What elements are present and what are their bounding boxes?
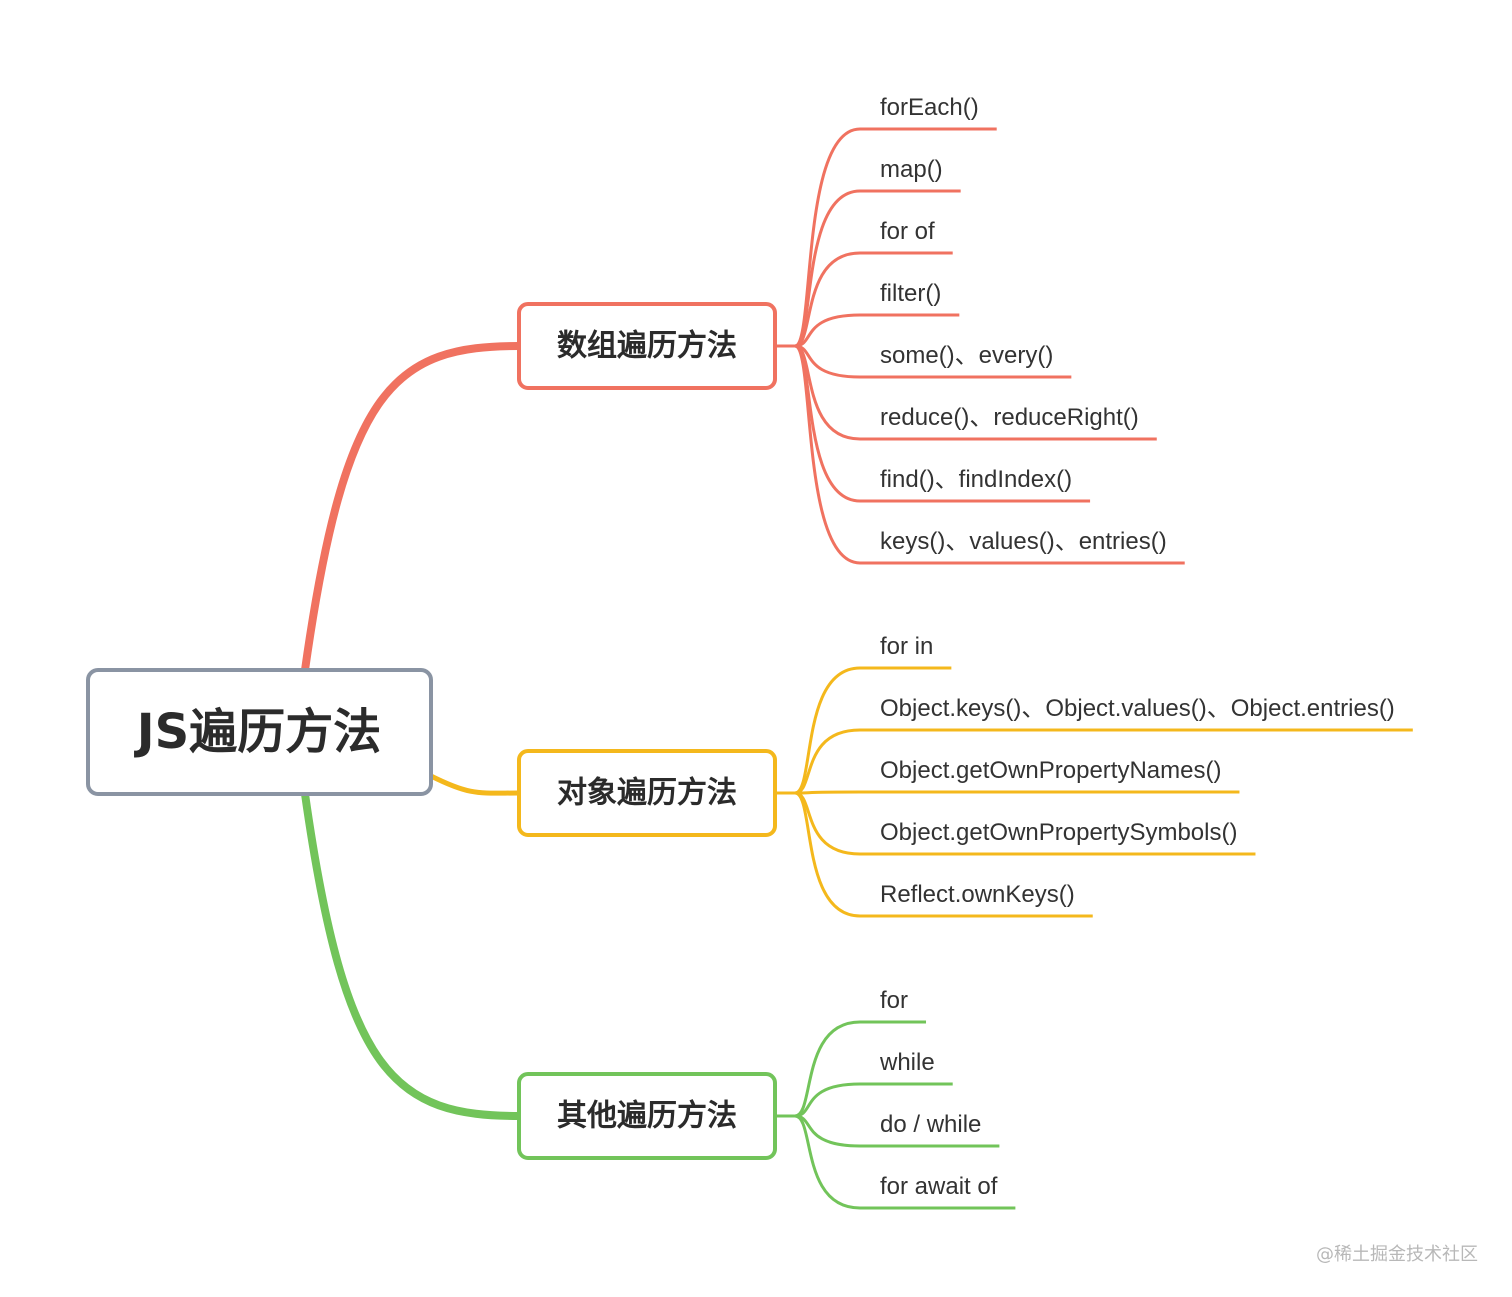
leaf-label: find()、findIndex() bbox=[880, 466, 1072, 493]
leaf-label: Object.getOwnPropertyNames() bbox=[880, 757, 1221, 784]
branch-node-box bbox=[517, 749, 777, 837]
leaf-label: some()、every() bbox=[880, 342, 1053, 369]
leaf-connector bbox=[794, 127, 861, 348]
root-connector-other bbox=[301, 790, 523, 1120]
leaf-connector bbox=[794, 728, 861, 795]
branch-node-box bbox=[517, 1072, 777, 1160]
leaf-label: Object.keys()、Object.values()、Object.ent… bbox=[880, 695, 1395, 722]
branch-node-label: 数组遍历方法 bbox=[557, 329, 737, 364]
leaf-label: do / while bbox=[880, 1111, 981, 1138]
branch-node-object[interactable]: 对象遍历方法 bbox=[517, 749, 777, 837]
leaf-label: map() bbox=[880, 156, 943, 183]
leaf-connector bbox=[794, 791, 861, 918]
leaf-connector bbox=[794, 666, 861, 795]
leaf-label: for of bbox=[880, 218, 935, 245]
leaf-label: keys()、values()、entries() bbox=[880, 528, 1167, 555]
connectors bbox=[301, 127, 1413, 1210]
watermark: @稀土掘金技术社区 bbox=[1316, 1244, 1478, 1265]
leaf-nodes: forEach() map() for of filter() some()、every… bbox=[879, 94, 1395, 1200]
leaf-connector bbox=[794, 344, 861, 441]
root-connector-array bbox=[301, 342, 523, 674]
leaf-label: while bbox=[879, 1049, 935, 1076]
root-node[interactable]: JS遍历方法 bbox=[86, 668, 433, 796]
branch-node-other[interactable]: 其他遍历方法 bbox=[517, 1072, 777, 1160]
leaf-connector bbox=[794, 791, 861, 856]
leaf-connector bbox=[794, 790, 861, 795]
leaf-label: forEach() bbox=[880, 94, 979, 121]
branch-node-label: 其他遍历方法 bbox=[557, 1099, 737, 1134]
branch-node-array[interactable]: 数组遍历方法 bbox=[517, 302, 777, 390]
leaf-label: filter() bbox=[880, 280, 941, 307]
leaf-label: reduce()、reduceRight() bbox=[880, 404, 1139, 431]
root-connector-object bbox=[428, 773, 522, 796]
branch-node-box bbox=[517, 302, 777, 390]
leaf-connector bbox=[794, 251, 861, 348]
leaf-connector bbox=[794, 344, 861, 565]
root-node-label: JS遍历方法 bbox=[134, 704, 381, 760]
leaf-connector bbox=[794, 1082, 861, 1118]
leaf-connector bbox=[794, 1020, 861, 1118]
leaf-connector bbox=[794, 1114, 861, 1210]
leaf-label: for in bbox=[880, 633, 933, 660]
leaf-label: Reflect.ownKeys() bbox=[880, 881, 1075, 908]
leaf-label: for bbox=[880, 987, 908, 1014]
branch-node-label: 对象遍历方法 bbox=[557, 776, 737, 811]
root-node-box bbox=[86, 668, 433, 796]
leaf-label: for await of bbox=[880, 1173, 998, 1200]
leaf-label: Object.getOwnPropertySymbols() bbox=[880, 819, 1237, 846]
leaf-connector bbox=[794, 313, 861, 348]
